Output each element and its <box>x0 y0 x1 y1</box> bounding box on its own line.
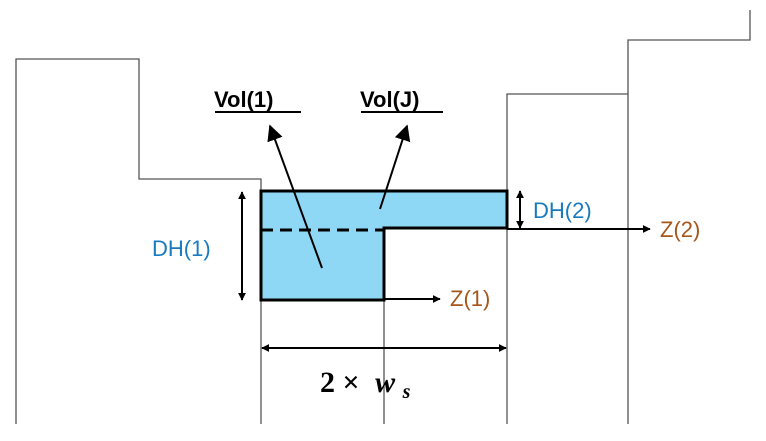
z2-label: Z(2) <box>660 217 700 242</box>
width-label-var: w <box>375 366 396 399</box>
width-label-sub: s <box>402 381 411 403</box>
vol1-label: Vol(1) <box>214 87 273 112</box>
volume-shape <box>259 189 509 302</box>
volj-label: Vol(J) <box>360 87 419 112</box>
dh1-label: DH(1) <box>152 236 211 261</box>
dh2-label: DH(2) <box>533 198 592 223</box>
volj-pointer-arrow <box>379 124 411 210</box>
background-step-profile <box>15 58 262 424</box>
background-right-steps <box>506 10 751 424</box>
vol1-pointer-arrow <box>267 124 323 269</box>
z1-label: Z(1) <box>450 286 490 311</box>
width-label: 2 × w s <box>320 366 411 403</box>
width-label-prefix: 2 × <box>320 366 360 399</box>
